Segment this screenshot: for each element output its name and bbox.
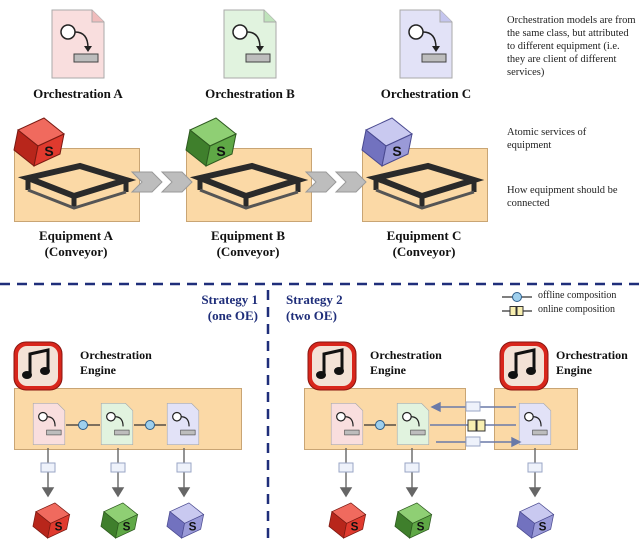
equipment-b-name: Equipment B bbox=[210, 228, 286, 243]
service-letter: S bbox=[55, 521, 63, 534]
s2-cube-purple-icon: S bbox=[516, 502, 555, 539]
strategy1-heading: Strategy 1 (one OE) bbox=[150, 292, 258, 324]
connector-bc-chevrons bbox=[304, 171, 367, 193]
service-letter: S bbox=[123, 521, 131, 534]
s1-doc-c-icon bbox=[166, 403, 200, 445]
s2-doc-c-icon bbox=[518, 403, 552, 445]
strategy1-engine-title: Orchestration Engine bbox=[80, 348, 152, 377]
s1-cube-green-icon: S bbox=[100, 502, 139, 539]
orchestration-c-doc-icon bbox=[399, 9, 453, 79]
service-letter: S bbox=[351, 521, 359, 534]
service-letter: S bbox=[392, 143, 401, 159]
legend-online-label: online composition bbox=[538, 304, 615, 315]
strategy2-engine2-title: Orchestration Engine bbox=[556, 348, 628, 377]
service-cube-b-icon: S bbox=[185, 117, 237, 167]
equipment-c-type: (Conveyor) bbox=[392, 244, 456, 259]
s2-doc-a-icon bbox=[330, 403, 364, 445]
service-letter: S bbox=[539, 521, 547, 534]
s1-doc-b-icon bbox=[100, 403, 134, 445]
strategy2-subtitle: (two OE) bbox=[286, 308, 337, 323]
note-orchestration-models: Orchestration models are from the same c… bbox=[507, 15, 636, 78]
orchestration-b-label: Orchestration B bbox=[205, 86, 295, 101]
orchestration-a-doc-icon bbox=[51, 9, 105, 79]
strategy2-engine2-icon bbox=[499, 341, 549, 391]
strategy2-engine1-title: Orchestration Engine bbox=[370, 348, 442, 377]
strategy1-title: Strategy 1 bbox=[201, 292, 258, 307]
service-letter: S bbox=[44, 143, 53, 159]
equipment-c-label: Equipment C (Conveyor) bbox=[362, 228, 486, 260]
conveyor-a-icon bbox=[17, 162, 137, 210]
strategy2-engine1-icon bbox=[307, 341, 357, 391]
equipment-a-type: (Conveyor) bbox=[44, 244, 108, 259]
conveyor-b-icon bbox=[189, 162, 309, 210]
s1-cube-red-icon: S bbox=[32, 502, 71, 539]
s2-cube-green-icon: S bbox=[394, 502, 433, 539]
note-equipment-connection: How equipment should be connected bbox=[507, 185, 618, 209]
orchestration-b-doc-icon bbox=[223, 9, 277, 79]
service-letter: S bbox=[216, 143, 225, 159]
equipment-a-name: Equipment A bbox=[38, 228, 114, 243]
note-atomic-services: Atomic services of equipment bbox=[507, 127, 587, 151]
strategy2-title: Strategy 2 bbox=[286, 292, 343, 307]
s1-offline-links bbox=[40, 420, 192, 498]
s2-cube-red-icon: S bbox=[328, 502, 367, 539]
conveyor-c-icon bbox=[365, 162, 485, 210]
service-letter: S bbox=[417, 521, 425, 534]
equipment-c-name: Equipment C bbox=[386, 228, 462, 243]
legend-offline-label: offline composition bbox=[538, 290, 617, 301]
orchestration-c-label: Orchestration C bbox=[380, 86, 472, 101]
orchestration-a-label: Orchestration A bbox=[33, 86, 123, 101]
s1-cube-purple-icon: S bbox=[166, 502, 205, 539]
strategy1-engine-icon bbox=[13, 341, 63, 391]
strategy2-heading: Strategy 2 (two OE) bbox=[286, 292, 394, 324]
equipment-b-type: (Conveyor) bbox=[216, 244, 280, 259]
s1-doc-a-icon bbox=[32, 403, 66, 445]
strategy1-subtitle: (one OE) bbox=[207, 308, 258, 323]
equipment-b-label: Equipment B (Conveyor) bbox=[186, 228, 310, 260]
service-letter: S bbox=[189, 521, 197, 534]
equipment-a-label: Equipment A (Conveyor) bbox=[14, 228, 138, 260]
legend-offline-icon bbox=[502, 292, 532, 302]
service-cube-a-icon: S bbox=[13, 117, 65, 167]
connector-ab-chevrons bbox=[130, 171, 193, 193]
service-cube-c-icon: S bbox=[361, 117, 413, 167]
legend-online-icon bbox=[502, 306, 532, 316]
s2-doc-b-icon bbox=[396, 403, 430, 445]
